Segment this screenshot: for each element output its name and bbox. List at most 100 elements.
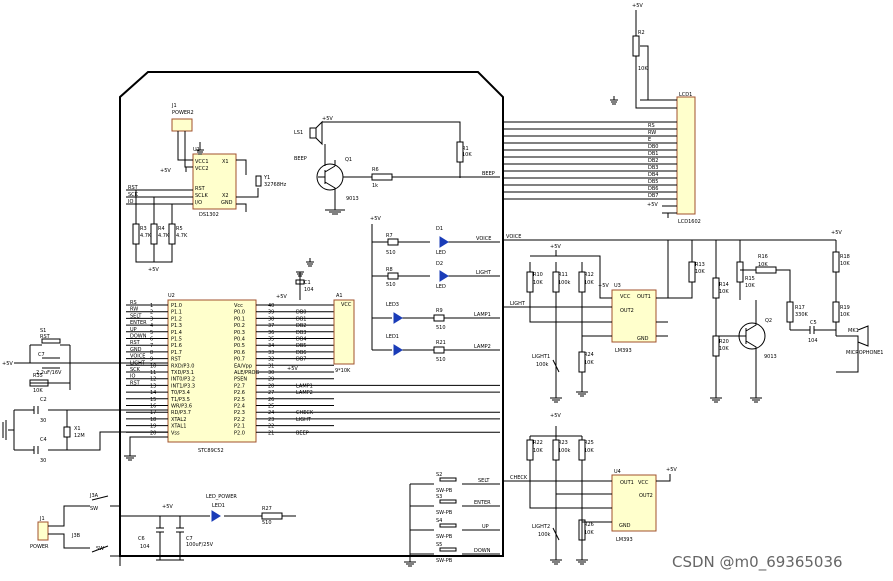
mcu-pin-label: RD/P3.7 xyxy=(171,410,191,416)
mcu-pin-number: 39 xyxy=(268,310,274,316)
lcd-pin-db6: DB6 xyxy=(648,186,658,192)
mcu-right-net: DB0 xyxy=(296,310,306,316)
mcu-pin-label: RST xyxy=(171,357,182,363)
mcu-pin-number: 8 xyxy=(150,350,153,356)
mcu-pin-number: 22 xyxy=(268,424,274,430)
mcu-pin-label: P2.6 xyxy=(234,390,245,396)
mcu-pin-number: 17 xyxy=(150,410,156,416)
mcu-pin-label: P0.2 xyxy=(234,323,245,329)
mcu-part: STC89C52 xyxy=(198,448,224,454)
mcu-pin-number: 6 xyxy=(150,337,153,343)
u4-net-vcc: +5V xyxy=(550,413,561,419)
mcu-pin-number: 18 xyxy=(150,417,156,423)
mcu-left-net: ENTER xyxy=(130,320,147,326)
mcu-pin-label: P0.4 xyxy=(234,337,245,343)
lcd-pin-db7: DB7 xyxy=(648,193,658,199)
lcd-pin-db3: DB3 xyxy=(648,165,658,171)
mcu-pin-label: EA/Vpp xyxy=(234,363,252,369)
u4-ref: U4 xyxy=(614,469,621,475)
r2-ref: R2 xyxy=(638,30,645,36)
mcu-pin-label: INT0/P3.2 xyxy=(171,377,195,383)
r25-val: 10K xyxy=(584,448,594,454)
r13-ref: R13 xyxy=(695,262,705,268)
mcu-pin-number: 35 xyxy=(268,337,274,343)
s1-ref: S1 xyxy=(40,328,46,334)
r16-val: 10K xyxy=(758,262,768,268)
c8-ref: C7 xyxy=(186,536,193,542)
mcu-pin-number: 23 xyxy=(268,417,274,423)
mcu-left-net: SCK xyxy=(130,367,141,373)
mcu-left-net: GND xyxy=(130,347,142,353)
q2-ref: Q2 xyxy=(765,318,772,324)
r3-val: 4.7K xyxy=(140,233,152,239)
r10-val: 10K xyxy=(533,280,543,286)
rtc-pin-x2: X2 xyxy=(222,193,229,199)
mcu-right-net: LIGHT xyxy=(296,417,312,423)
c5-ref: C5 xyxy=(810,320,817,326)
mcu-pin-number: 14 xyxy=(150,390,156,396)
mcu-right-net: LAMP2 xyxy=(296,390,313,396)
key-selt-net: SELT xyxy=(478,478,490,484)
mcu-pin-number: 32 xyxy=(268,357,274,363)
mcu-pin-label: P1.6 xyxy=(171,343,182,349)
lm393-u4: U4 LM393 OUT1 VCC OUT2 GND R22 10K R23 1… xyxy=(404,413,677,567)
mcu-left-net: RST xyxy=(130,380,141,386)
mcu-pin-number: 34 xyxy=(268,343,274,349)
r3-ref: R3 xyxy=(140,226,147,232)
lamp2-net: LAMP2 xyxy=(474,344,491,350)
d2-part: LED xyxy=(436,284,446,290)
crystal-ref: Y1 xyxy=(263,175,270,181)
mcu-left-net: SELT xyxy=(130,313,142,319)
u4-out1: OUT1 xyxy=(620,480,634,486)
mcu-vcc: +5V xyxy=(276,294,287,300)
mcu-pin-label: P0.6 xyxy=(234,350,245,356)
r18-val: 10K xyxy=(840,261,850,267)
j3a-sw: SW xyxy=(90,506,98,512)
lcd-part: LCD1602 xyxy=(678,219,701,225)
mcu-right-net: DB6 xyxy=(296,350,306,356)
r8-ref: R8 xyxy=(386,267,393,273)
mcu-pin-number: 26 xyxy=(268,397,274,403)
rtc-vcc: +5V xyxy=(160,168,171,174)
mcu-right-net: DB3 xyxy=(296,330,306,336)
s5-ref: S5 xyxy=(436,542,442,548)
c2-ref: C2 xyxy=(40,397,47,403)
c7-ref: C7 xyxy=(38,352,45,358)
mcu-pin-label: ALE/PROG xyxy=(234,370,259,376)
mcu-pin-number: 29 xyxy=(268,377,274,383)
j3b-ref: J3B xyxy=(71,533,81,539)
mcu-pin-label: PSEN xyxy=(234,377,247,383)
ea-vcc: +5V xyxy=(287,366,298,372)
mcu-pin-number: 30 xyxy=(268,370,274,376)
mcu-pin-label: T0/P3.4 xyxy=(170,390,190,396)
lcd-pot-vcc: +5V xyxy=(632,3,643,9)
c6-ref: C6 xyxy=(138,536,145,542)
key-enter-net: ENTER xyxy=(474,500,491,506)
power-vcc: +5V xyxy=(162,504,173,510)
c1-val: 104 xyxy=(304,287,314,293)
u3-net-vcc: +5V xyxy=(550,244,561,250)
u3-out2: OUT2 xyxy=(620,308,634,314)
crystal-value: 32768Hz xyxy=(264,182,287,188)
r21-val: 510 xyxy=(436,357,446,363)
r5-val: 4.7K xyxy=(176,233,188,239)
mic-vcc: +5V xyxy=(831,230,842,236)
light1-ref: LIGHT1 xyxy=(532,354,550,360)
power-section: J1 POWER J3A SW J3B SW +5V C6 104 C7 100… xyxy=(30,490,296,566)
mcu-pin-label: P2.7 xyxy=(234,383,245,389)
lcd-ref: LCD1 xyxy=(679,92,692,98)
mcu-pin-number: 37 xyxy=(268,323,274,329)
mcu-pin-label: P0.1 xyxy=(234,316,245,322)
q2-part: 9013 xyxy=(764,354,777,360)
r6-ref: R6 xyxy=(372,167,379,173)
rtc-bus-rst: RST xyxy=(128,185,139,191)
rtc-pin-rst: RST xyxy=(195,186,206,192)
s5-part: SW-PB xyxy=(436,558,453,564)
r15-ref: R15 xyxy=(745,276,755,282)
mcu-pin-label: P1.2 xyxy=(171,316,182,322)
mcu-pin-number: 13 xyxy=(150,383,156,389)
r1-ref: R1 xyxy=(462,146,469,152)
x1-val: 12M xyxy=(74,433,85,439)
c5-val: 104 xyxy=(808,338,818,344)
s2-part: SW-PB xyxy=(436,488,453,494)
